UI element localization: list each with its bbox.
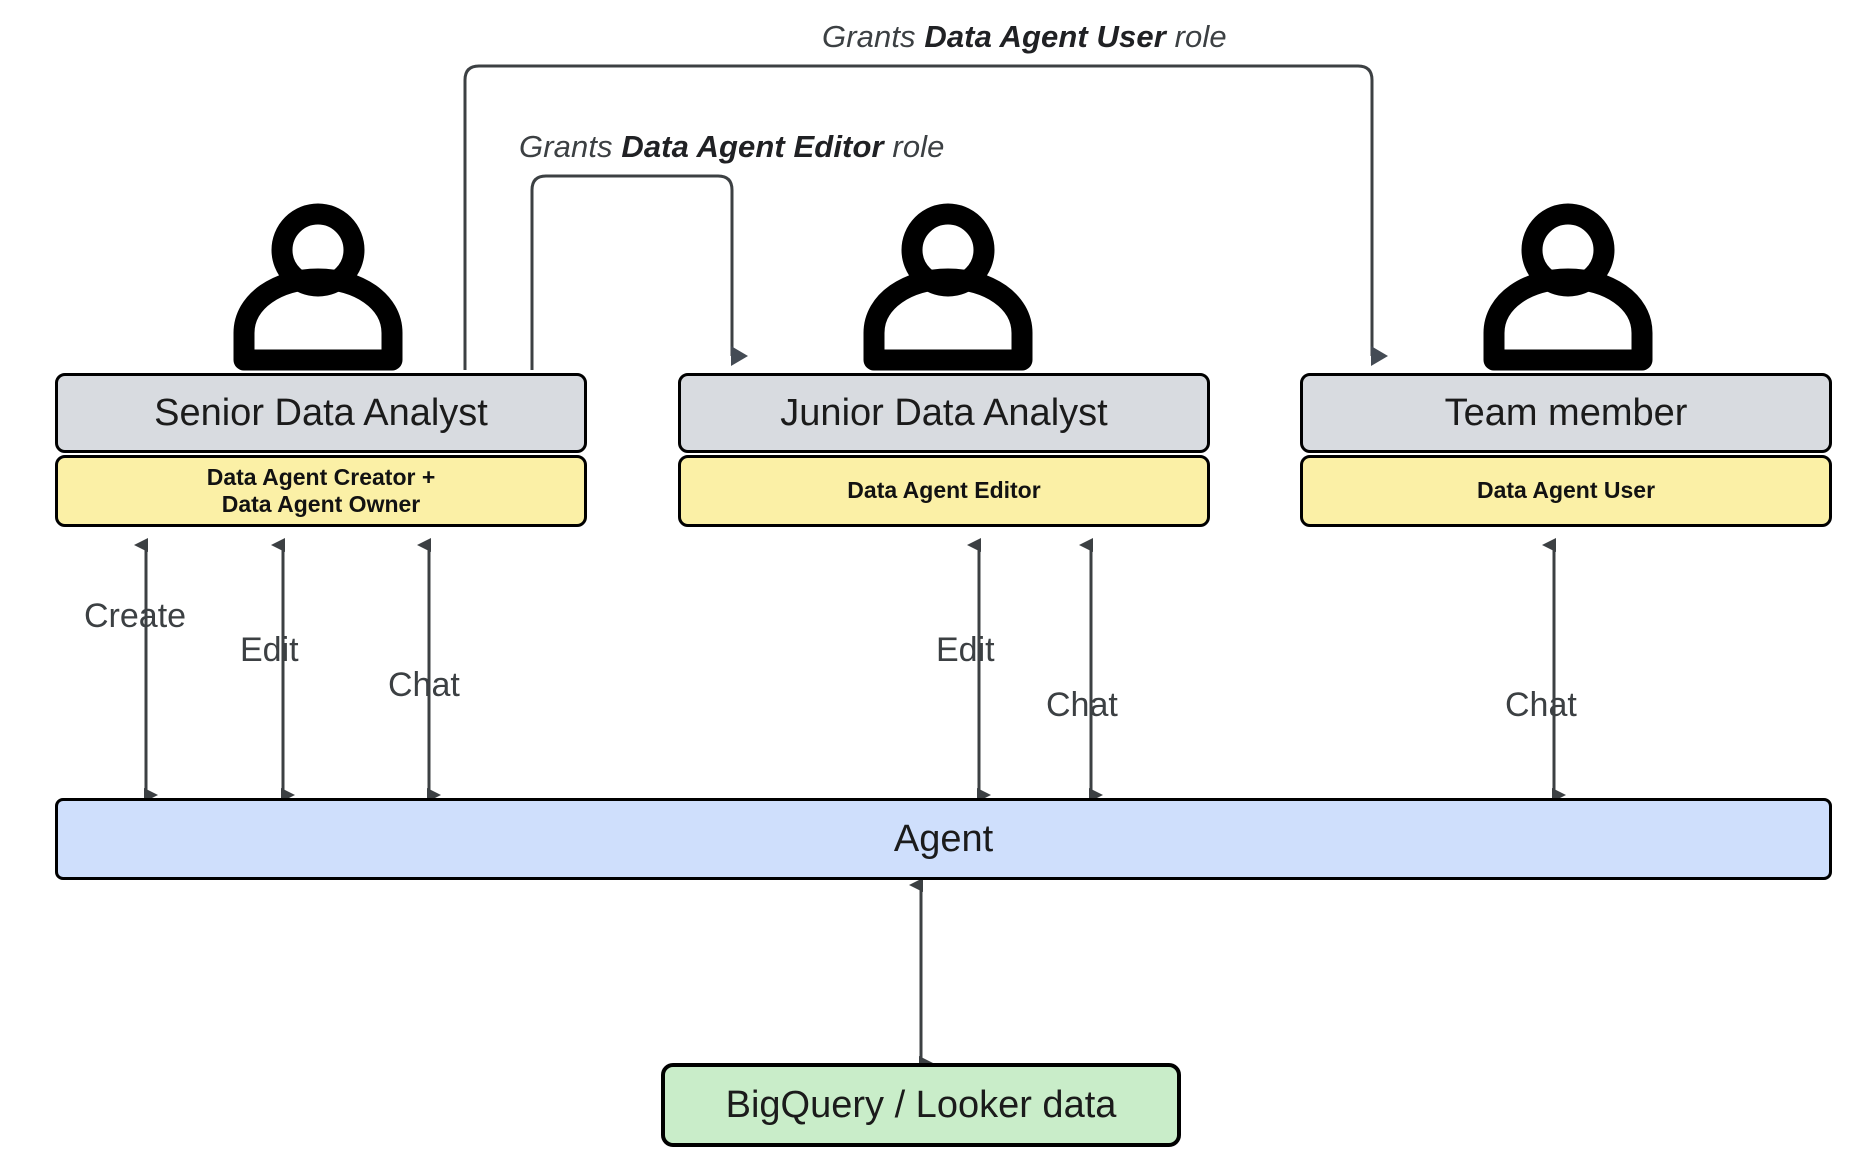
- edge-label-senior-edit-text: Edit: [240, 631, 299, 669]
- edge-label-senior-chat-text: Chat: [388, 666, 460, 704]
- agent-label: Agent: [893, 817, 994, 860]
- edge-label-senior-edit: Edit: [240, 631, 299, 670]
- role-line-1-senior: Data Agent Creator +: [206, 463, 436, 490]
- edge-label-junior-edit: Edit: [936, 631, 995, 670]
- person-icon-junior: [863, 203, 1033, 371]
- role-line-2-senior: Data Agent Owner: [221, 491, 421, 517]
- role-badge-junior-data-analyst[interactable]: Data Agent Editor: [678, 455, 1210, 527]
- person-icon-senior: [233, 203, 403, 371]
- role-badge-team-member[interactable]: Data Agent User: [1300, 455, 1832, 527]
- grant-editor-suffix: role: [883, 129, 945, 164]
- grant-editor-caption: Grants Data Agent Editor role: [519, 129, 945, 165]
- grant-user-prefix: Grants: [822, 19, 925, 54]
- edge-label-senior-chat: Chat: [388, 666, 460, 705]
- datastore-label: BigQuery / Looker data: [725, 1083, 1117, 1126]
- persona-title-team: Team member: [1444, 391, 1688, 434]
- edge-label-team-chat-text: Chat: [1505, 686, 1577, 724]
- person-icon-team: [1483, 203, 1653, 371]
- role-badge-text-senior: Data Agent Creator + Data Agent Owner: [207, 464, 436, 518]
- role-line-1-junior: Data Agent Editor: [847, 477, 1041, 504]
- grant-user-role: Data Agent User: [924, 19, 1166, 54]
- role-line-1-team: Data Agent User: [1476, 477, 1656, 504]
- agent-node[interactable]: Agent: [55, 798, 1832, 880]
- grant-editor-connector: [530, 174, 748, 370]
- grant-user-connector: [463, 64, 1388, 370]
- grant-editor-role: Data Agent Editor: [621, 129, 884, 164]
- persona-header-junior-data-analyst[interactable]: Junior Data Analyst: [678, 373, 1210, 453]
- edge-label-senior-create: Create: [84, 597, 186, 636]
- grant-user-suffix: role: [1165, 19, 1227, 54]
- edge-label-junior-edit-text: Edit: [936, 631, 995, 669]
- edge-label-junior-chat-text: Chat: [1046, 686, 1118, 724]
- edge-label-senior-create-text: Create: [84, 597, 187, 635]
- persona-header-team-member[interactable]: Team member: [1300, 373, 1832, 453]
- grant-editor-prefix: Grants: [519, 129, 622, 164]
- persona-title-senior: Senior Data Analyst: [154, 391, 488, 434]
- edge-label-team-chat: Chat: [1505, 686, 1577, 725]
- persona-title-junior: Junior Data Analyst: [780, 391, 1108, 434]
- persona-header-senior-data-analyst[interactable]: Senior Data Analyst: [55, 373, 587, 453]
- edge-label-junior-chat: Chat: [1046, 686, 1118, 725]
- role-badge-senior-data-analyst[interactable]: Data Agent Creator + Data Agent Owner: [55, 455, 587, 527]
- grant-user-caption: Grants Data Agent User role: [822, 19, 1227, 55]
- datastore-node[interactable]: BigQuery / Looker data: [661, 1063, 1181, 1147]
